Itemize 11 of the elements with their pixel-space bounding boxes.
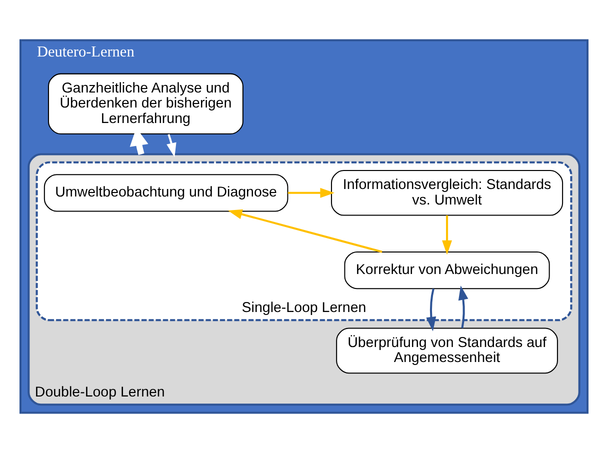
- node-box: Informationsvergleich: Standards vs. Umwelt: [330, 170, 564, 216]
- arrow: [426, 288, 436, 332]
- arrow: [228, 209, 382, 253]
- node-box: Umweltbeobachtung und Diagnose: [44, 174, 288, 212]
- arrow: [458, 286, 468, 328]
- node-box: Korrektur von Abweichungen: [344, 251, 550, 290]
- arrow: [166, 134, 176, 158]
- node-box: Überprüfung von Standards auf Angemessenheit: [336, 328, 558, 374]
- arrow: [442, 215, 452, 255]
- node-box: Ganzheitliche Analyse und Überdenken der bisherigen Lernerfahrung: [48, 73, 244, 134]
- arrow: [288, 188, 334, 198]
